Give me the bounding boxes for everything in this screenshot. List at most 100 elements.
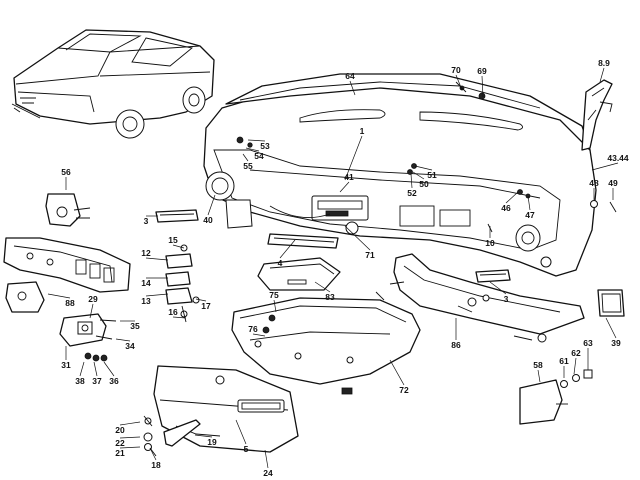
callout-c21: 21	[115, 448, 125, 458]
trim-strip-right	[475, 269, 511, 283]
leader-c64	[349, 80, 356, 96]
leader-c39	[605, 317, 617, 339]
leader-c89	[599, 67, 605, 83]
leader-c62	[573, 357, 577, 375]
callout-c3a: 3	[144, 216, 149, 226]
leader-c72	[389, 359, 405, 386]
leader-c69	[481, 75, 484, 98]
switch-bracket	[45, 193, 91, 227]
callout-c53: 53	[260, 141, 270, 151]
leader-c4344	[591, 162, 619, 171]
callout-c39: 39	[611, 338, 621, 348]
leader-c37	[93, 361, 98, 377]
knee-pad-end	[5, 281, 45, 313]
callout-c76: 76	[248, 324, 258, 334]
leader-c76	[252, 333, 266, 337]
leader-c54	[245, 147, 260, 152]
leader-c83	[314, 281, 331, 293]
callout-c55: 55	[243, 161, 253, 171]
leader-c1	[344, 135, 363, 181]
leader-c53	[247, 139, 266, 142]
callout-c51: 51	[427, 170, 437, 180]
leader-c52	[410, 173, 413, 189]
callout-c17: 17	[201, 301, 211, 311]
callout-c37: 37	[92, 376, 102, 386]
callout-c64: 64	[345, 71, 355, 81]
callout-c63: 63	[583, 338, 593, 348]
leader-c40	[207, 194, 216, 216]
callout-c54: 54	[254, 151, 264, 161]
car-illustration	[11, 29, 215, 139]
leader-c38	[79, 361, 85, 377]
callout-c69: 69	[477, 66, 487, 76]
leader-c58	[537, 369, 541, 383]
leader-c16	[172, 316, 187, 319]
callout-c86: 86	[451, 340, 461, 350]
callout-c88: 88	[65, 298, 75, 308]
callout-c22: 22	[115, 438, 125, 448]
callout-c71: 71	[365, 250, 375, 260]
leader-c29	[89, 303, 94, 319]
callout-c49: 49	[608, 178, 618, 188]
callout-c4: 4	[278, 258, 283, 268]
callout-c36: 36	[109, 376, 119, 386]
callout-c46: 46	[501, 203, 511, 213]
leader-c24	[264, 449, 269, 469]
lid-stay	[163, 419, 201, 447]
leader-c4	[279, 239, 296, 259]
callout-c13: 13	[141, 296, 151, 306]
callout-c29: 29	[88, 294, 98, 304]
callout-c62: 62	[571, 348, 581, 358]
retainer-clips	[165, 244, 200, 323]
leader-c19	[194, 434, 213, 438]
callout-c89: 8.9	[598, 58, 610, 68]
leader-c34	[115, 338, 131, 342]
callout-c12: 12	[141, 248, 151, 258]
callout-c24: 24	[263, 468, 273, 478]
callout-leaders	[47, 67, 619, 469]
callout-c75: 75	[269, 290, 279, 300]
callout-c52: 52	[407, 188, 417, 198]
callout-c48: 48	[589, 178, 599, 188]
leader-c12	[145, 257, 169, 261]
callout-c38: 38	[75, 376, 85, 386]
callout-c47: 47	[525, 210, 535, 220]
callout-c16: 16	[168, 307, 178, 317]
callout-c10: 10	[485, 238, 495, 248]
leader-c46	[505, 191, 519, 204]
callout-c70: 70	[451, 65, 461, 75]
leader-c70	[455, 74, 463, 91]
callout-c83: 83	[325, 292, 335, 302]
left-lower-trim	[3, 237, 131, 293]
defroster-duct	[581, 79, 613, 151]
leader-c36	[103, 361, 115, 377]
leader-c47	[527, 195, 531, 211]
leader-c51	[414, 165, 433, 171]
leader-c88	[47, 293, 71, 299]
leader-c22	[119, 436, 141, 439]
callout-c1: 1	[360, 126, 365, 136]
callout-c40: 40	[203, 215, 213, 225]
leader-c17	[195, 298, 207, 302]
glove-box	[231, 297, 421, 395]
leader-c15	[172, 244, 185, 249]
callout-c14: 14	[141, 278, 151, 288]
leader-c50	[412, 171, 425, 180]
leader-c41	[339, 181, 350, 193]
leader-c55	[242, 153, 249, 162]
callout-c4344: 43.44	[607, 153, 629, 163]
leader-c13	[145, 293, 169, 297]
callout-c19: 19	[207, 437, 217, 447]
leader-c75	[273, 299, 277, 313]
callout-c34: 34	[125, 341, 135, 351]
leader-c21	[119, 446, 141, 449]
callout-c41: 41	[344, 172, 354, 182]
callout-c35: 35	[130, 321, 140, 331]
callout-c5: 5	[244, 444, 249, 454]
callout-c18: 18	[151, 460, 161, 470]
callout-c15: 15	[168, 235, 178, 245]
side-vent	[597, 289, 625, 317]
leader-c5	[235, 419, 247, 445]
